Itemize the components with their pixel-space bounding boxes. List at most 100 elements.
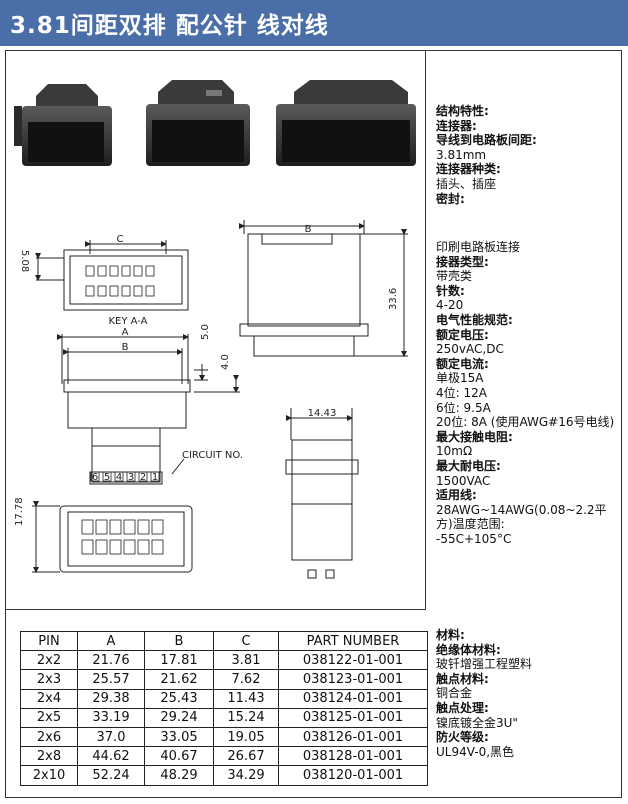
connector-photo-large (276, 80, 416, 166)
spec-value: 带壳类 (436, 269, 473, 284)
spec-value: UL94V-0,黑色 (436, 744, 515, 759)
circuit-number: 2 (140, 472, 146, 483)
table-cell: 11.43 (213, 688, 279, 709)
circuit-number: 6 (92, 472, 98, 483)
dim-40-label: 4.0 (220, 354, 231, 370)
table-cell: 25.57 (77, 669, 145, 690)
table-cell: 21.62 (144, 669, 214, 690)
table-cell: 33.19 (77, 707, 145, 728)
column-header: B (144, 630, 214, 652)
dim-50-label: 5.0 (200, 324, 211, 340)
table-cell: 29.38 (77, 688, 145, 709)
dim-508-label: 5.08 (19, 250, 30, 272)
spec-value: 镍底镀全金3U" (436, 715, 518, 730)
spec-value: -55C+105°C (436, 531, 512, 546)
table-cell: 17.81 (144, 650, 214, 671)
dim-c-label: C (117, 234, 124, 245)
table-cell: 34.29 (213, 765, 279, 786)
spec-heading: 结构特性: (436, 104, 489, 118)
table-cell: 2x10 (20, 765, 78, 786)
spec-heading: 密封: (436, 191, 465, 206)
spec-heading: 触点处理: (436, 700, 489, 715)
spec-heading: 电气性能规范: (436, 312, 513, 327)
table-cell: 3.81 (213, 650, 279, 671)
spec-heading: 最大耐电压: (436, 458, 501, 473)
column-header: C (213, 630, 279, 652)
circuit-number: 1 (152, 472, 158, 483)
spec-value: 10mΩ (436, 444, 473, 459)
page-title: 3.81间距双排 配公针 线对线 (10, 13, 329, 39)
table-cell: 038123-01-001 (278, 669, 428, 690)
specs-material: 材料:绝缘体材料:玻钎增强工程塑料触点材料:铜合金触点处理:镍底镀全金3U"防火… (436, 628, 621, 759)
table-cell: 26.67 (213, 746, 279, 767)
spec-heading: 连接器: (436, 118, 477, 133)
dim-1778-label: 17.78 (14, 497, 25, 526)
table-cell: 7.62 (213, 669, 279, 690)
table-cell: 25.43 (144, 688, 214, 709)
spec-value: 4位: 12A (436, 385, 487, 400)
spec-value: 4-20 (436, 298, 464, 313)
column-header: A (77, 630, 145, 652)
table-cell: 40.67 (144, 746, 214, 767)
dim-1443-label: 14.43 (308, 408, 337, 419)
table-cell: 038122-01-001 (278, 650, 428, 671)
spec-heading: 绝缘体材料: (436, 642, 501, 657)
spec-heading: 材料: (436, 628, 465, 642)
table-cell: 19.05 (213, 726, 279, 748)
spec-value: 单极15A (436, 371, 484, 386)
side-view (239, 220, 408, 357)
dim-b-side-label: B (305, 224, 312, 235)
spec-heading: 额定电压: (436, 327, 489, 342)
connector-photo-small (14, 84, 112, 166)
dim-336-label: 33.6 (388, 288, 399, 310)
table-cell: 33.05 (144, 726, 214, 748)
spec-heading: 针数: (436, 283, 465, 298)
title-banner: 3.81间距双排 配公针 线对线 (0, 0, 628, 46)
narrow-side-view (285, 408, 359, 579)
spec-heading: 导线到电路板间距: (436, 133, 537, 148)
spec-heading: 触点材料: (436, 671, 489, 686)
column-divider (425, 50, 426, 610)
content-frame (5, 50, 622, 798)
circuit-number: 5 (104, 472, 110, 483)
front-view (35, 240, 189, 311)
connector-photo-medium (146, 80, 250, 166)
table-cell: 2x6 (20, 726, 78, 748)
top-view (57, 334, 240, 485)
spec-value: 1500VAC (436, 473, 491, 488)
table-cell: 038126-01-001 (278, 726, 428, 748)
spec-heading: 适用线: (436, 488, 477, 503)
rear-view (32, 501, 193, 573)
spec-heading: 防火等级: (436, 730, 489, 745)
table-cell: 2x5 (20, 707, 78, 728)
spec-heading: 最大接触电阻: (436, 429, 513, 444)
table-cell: 038120-01-001 (278, 765, 428, 786)
table-cell: 21.76 (77, 650, 145, 671)
dim-a-label: A (122, 327, 129, 338)
spec-value: 3.81mm (436, 147, 487, 162)
table-cell: 48.29 (144, 765, 214, 786)
table-cell: 038124-01-001 (278, 688, 428, 709)
table-cell: 15.24 (213, 707, 279, 728)
table-divider (5, 609, 426, 610)
spec-value: 28AWG~14AWG(0.08~2.2平方)温度范围: (436, 502, 607, 532)
spec-value: 铜合金 (436, 686, 473, 701)
spec-value: 插头、插座 (436, 176, 497, 191)
table-cell: 29.24 (144, 707, 214, 728)
spec-heading: 额定电流: (436, 356, 489, 371)
table-cell: 2x4 (20, 688, 78, 709)
spec-value: 250vAC,DC (436, 342, 504, 357)
circuit-number: 3 (128, 472, 134, 483)
table-cell: 038128-01-001 (278, 746, 428, 767)
table-header-row: PIN A B C PART NUMBER (20, 630, 428, 652)
key-label: KEY A-A (108, 316, 147, 327)
